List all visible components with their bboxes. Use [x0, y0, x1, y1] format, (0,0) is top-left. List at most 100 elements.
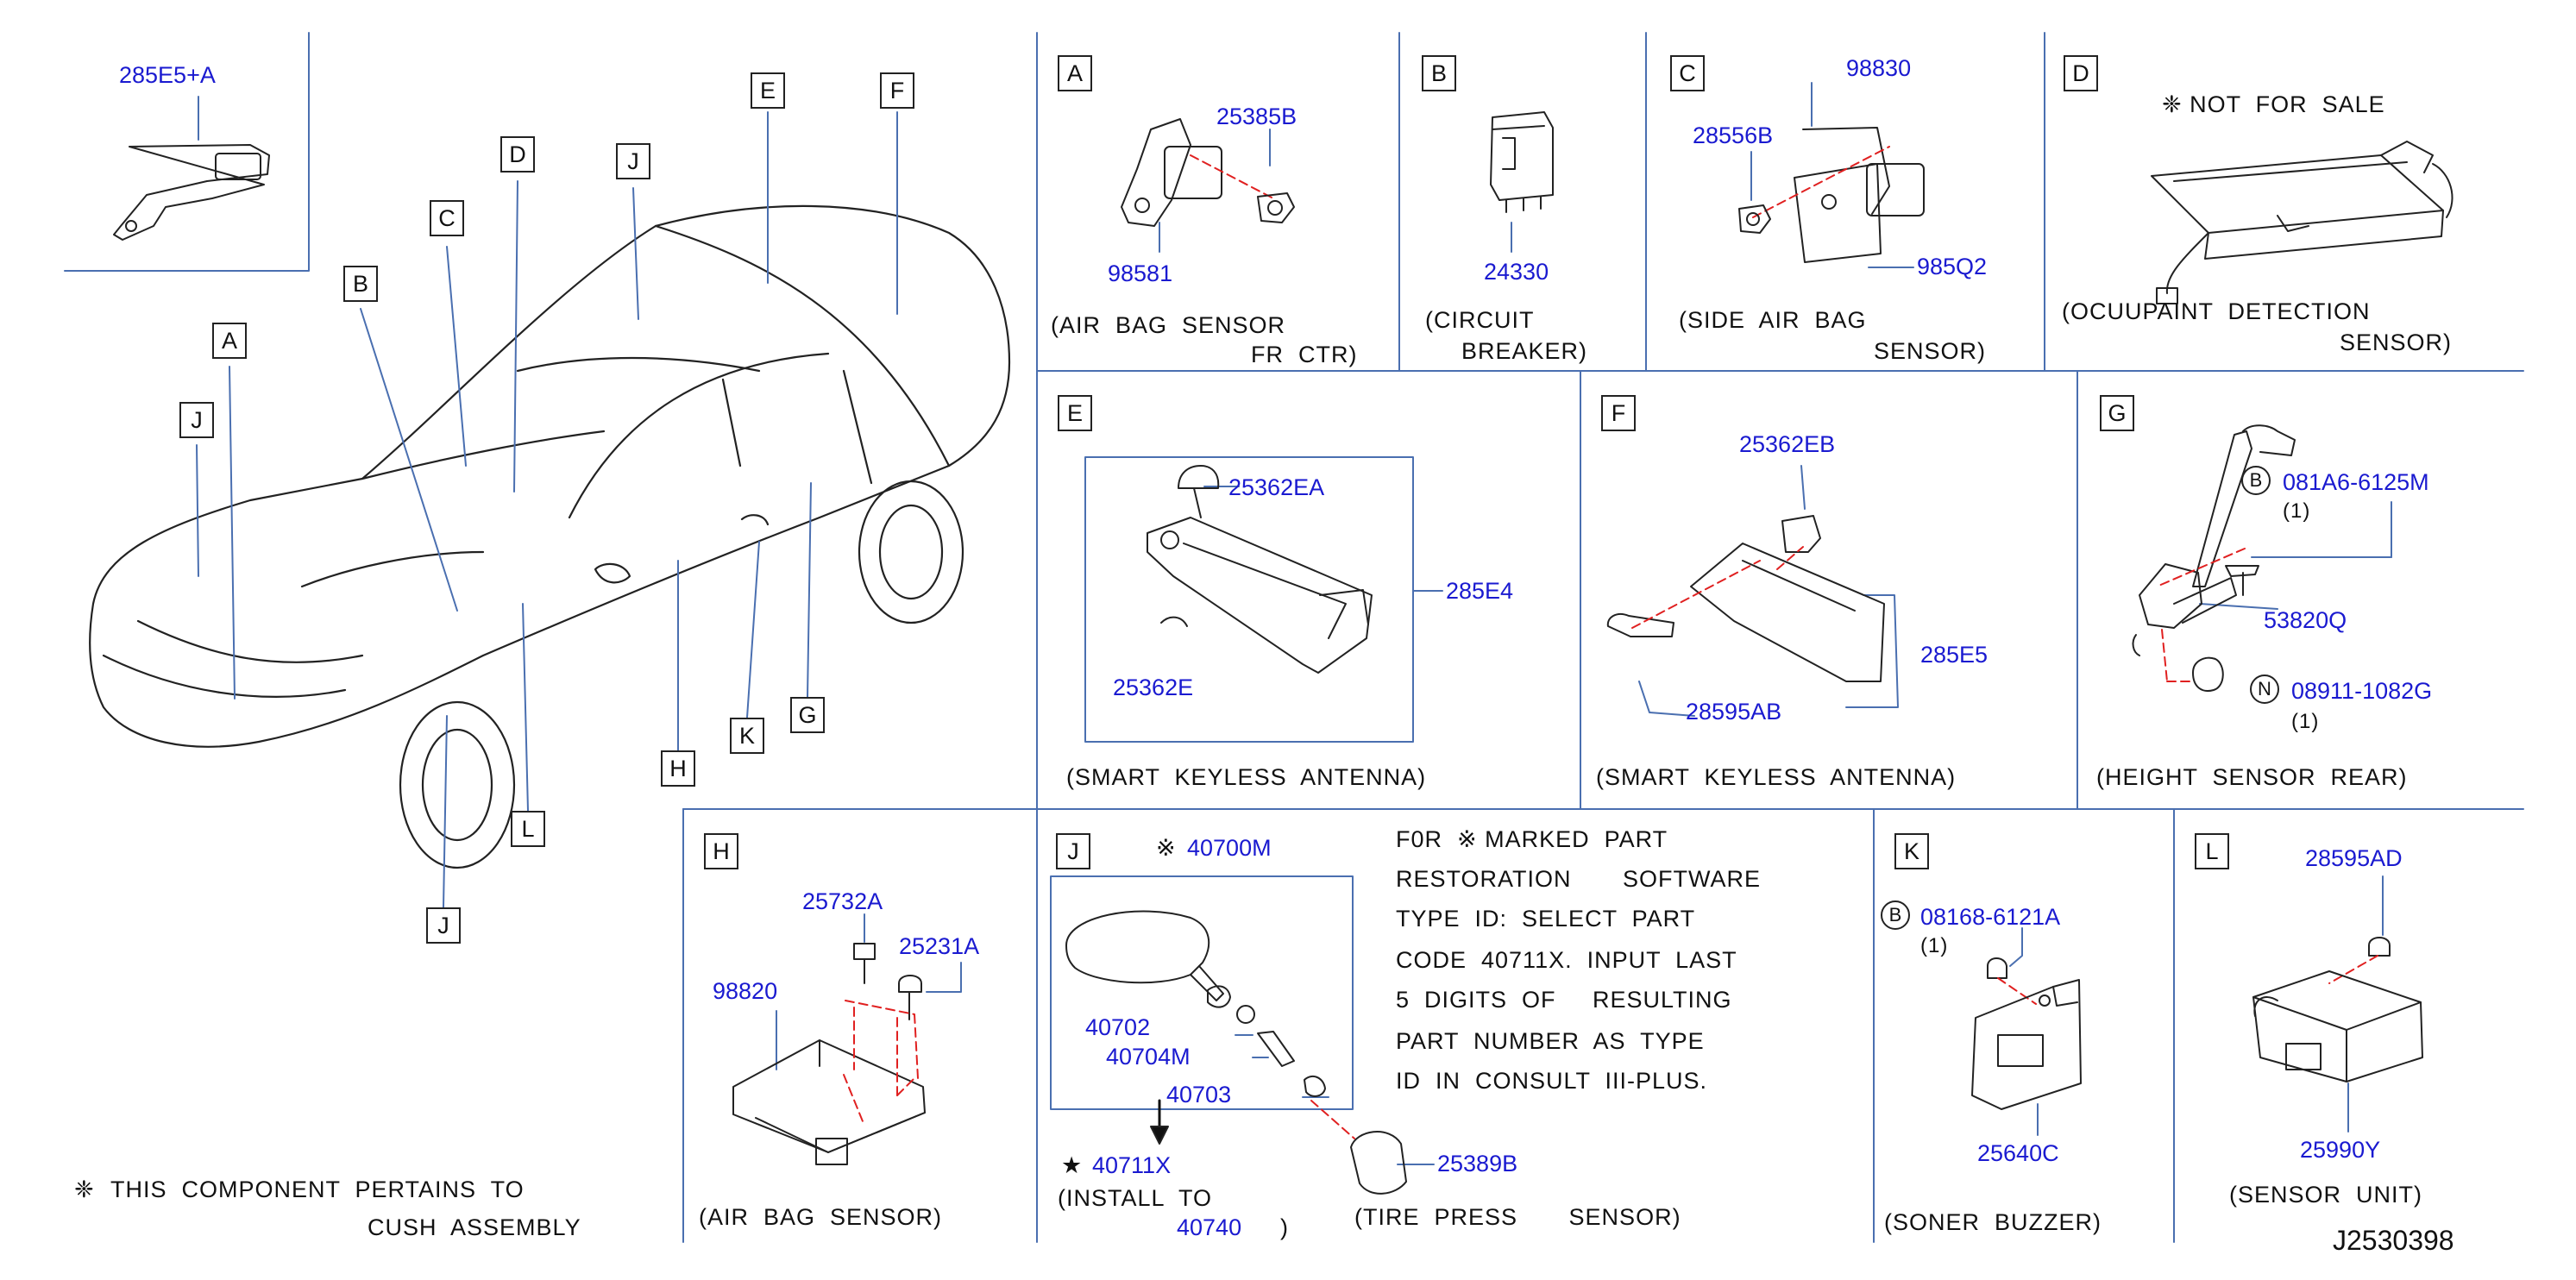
- panel-b-letter: B: [1422, 55, 1456, 91]
- panel-f-caption: (SMART KEYLESS ANTENNA): [1596, 764, 1957, 790]
- software-note-line7: ID IN CONSULT III-PLUS.: [1396, 1068, 1708, 1094]
- part-25362e: 25362E: [1113, 675, 1194, 700]
- panel-d-not-for-sale: ❈ NOT FOR SALE: [2162, 91, 2385, 117]
- panel-l-letter: L: [2195, 833, 2229, 869]
- software-note-line5: 5 DIGITS OF RESULTING: [1396, 987, 1732, 1013]
- overview-label-l: L: [511, 811, 545, 847]
- panel-j-letter: J: [1056, 833, 1090, 869]
- part-25640c: 25640C: [1977, 1140, 2059, 1166]
- bolt-quantity-k: (1): [1920, 934, 1949, 957]
- panel-f-drawing: [1606, 465, 1899, 717]
- panel-d-drawing: [2151, 141, 2453, 304]
- panel-c-caption-line2: SENSOR): [1874, 338, 1987, 364]
- part-25362ea: 25362EA: [1228, 474, 1325, 500]
- part-28556b: 28556B: [1693, 122, 1774, 148]
- part-25231a: 25231A: [899, 933, 980, 959]
- panel-g-drawing: [2132, 424, 2392, 692]
- part-24330: 24330: [1484, 259, 1549, 285]
- panel-b-caption-line1: (CIRCUIT: [1425, 307, 1535, 333]
- panel-dividers: [64, 32, 2524, 1243]
- panel-l-drawing: [2252, 875, 2423, 1133]
- panel-c-caption-line1: (SIDE AIR BAG: [1679, 307, 1867, 333]
- panel-g-letter: G: [2100, 395, 2134, 431]
- overview-label-f: F: [880, 72, 914, 109]
- software-note-line3: TYPE ID: SELECT PART: [1396, 906, 1696, 932]
- overview-label-b: B: [343, 266, 378, 302]
- panel-j-drawing: [1050, 875, 1435, 1195]
- part-40704m: 40704M: [1106, 1044, 1191, 1070]
- nut-symbol: N: [2250, 675, 2279, 704]
- overview-label-d: D: [500, 136, 535, 173]
- panel-j-caption: (TIRE PRESS SENSOR): [1354, 1204, 1681, 1230]
- software-note-line1: F0R ※ MARKED PART: [1396, 826, 1668, 852]
- diagram-id: J2530398: [2333, 1225, 2454, 1256]
- overview-label-j-wheel: J: [426, 907, 461, 944]
- overview-label-k: K: [730, 718, 764, 754]
- panel-h-caption: (AIR BAG SENSOR): [699, 1204, 943, 1230]
- panel-k-letter: K: [1894, 833, 1929, 869]
- panel-k-drawing: [1971, 927, 2082, 1136]
- overview-label-a: A: [212, 323, 247, 359]
- panel-a-letter: A: [1058, 55, 1092, 91]
- panel-f-letter: F: [1601, 395, 1636, 431]
- panel-h-drawing: [732, 913, 962, 1165]
- part-40700m: 40700M: [1187, 835, 1272, 861]
- part-25362eb: 25362EB: [1739, 431, 1836, 457]
- inset-part-number: 285E5+A: [119, 62, 216, 88]
- part-98581: 98581: [1108, 260, 1173, 286]
- marked-part-symbol: ※: [1156, 835, 1177, 861]
- install-close-paren: ): [1280, 1214, 1289, 1240]
- bolt-quantity: (1): [2283, 499, 2311, 523]
- part-985q2: 985Q2: [1917, 254, 1988, 279]
- part-08168-6121a: 08168-6121A: [1920, 904, 2061, 930]
- panel-d-letter: D: [2064, 55, 2098, 91]
- part-28595ab: 28595AB: [1686, 699, 1782, 725]
- part-08911-1082g: 08911-1082G: [2291, 678, 2433, 704]
- overview-label-j-hood: J: [179, 402, 214, 438]
- part-53820q: 53820Q: [2264, 607, 2347, 633]
- software-note-line4: CODE 40711X. INPUT LAST: [1396, 947, 1737, 973]
- overview-label-j-roof: J: [616, 143, 650, 179]
- part-98820: 98820: [713, 978, 778, 1004]
- panel-e-letter: E: [1058, 395, 1092, 431]
- overview-label-h: H: [661, 750, 695, 787]
- part-285e4: 285E4: [1446, 578, 1514, 604]
- panel-e-caption: (SMART KEYLESS ANTENNA): [1066, 764, 1427, 790]
- install-to-label: (INSTALL TO: [1058, 1185, 1213, 1211]
- panel-a-drawing: [1121, 118, 1295, 253]
- cush-note-line2: CUSH ASSEMBLY: [368, 1214, 581, 1240]
- part-25389b: 25389B: [1437, 1151, 1518, 1176]
- part-285e5: 285E5: [1920, 642, 1989, 668]
- inset-part-drawing: [113, 96, 270, 241]
- panel-b-drawing: [1490, 111, 1554, 253]
- part-25990y: 25990Y: [2300, 1137, 2381, 1163]
- panel-a-caption-line1: (AIR BAG SENSOR: [1051, 312, 1286, 338]
- panel-k-caption: (SONER BUZZER): [1884, 1209, 2102, 1235]
- nut-quantity: (1): [2291, 710, 2320, 733]
- part-98830: 98830: [1846, 55, 1912, 81]
- panel-l-caption: (SENSOR UNIT): [2229, 1182, 2423, 1208]
- panel-h-letter: H: [704, 833, 738, 869]
- panel-a-caption-line2: FR CTR): [1251, 342, 1358, 367]
- bolt-symbol-k: B: [1881, 900, 1910, 930]
- part-40702: 40702: [1085, 1014, 1151, 1040]
- software-note-line6: PART NUMBER AS TYPE: [1396, 1028, 1705, 1054]
- overview-leaders: [196, 111, 898, 908]
- overview-label-g: G: [790, 697, 825, 733]
- panel-e-drawing: [1084, 456, 1443, 743]
- panel-c-letter: C: [1670, 55, 1705, 91]
- kit-star-symbol: ★: [1061, 1152, 1084, 1178]
- car-drawing: [89, 204, 1011, 869]
- software-note-line2: RESTORATION SOFTWARE: [1396, 866, 1762, 892]
- part-40711x: 40711X: [1092, 1152, 1172, 1178]
- part-081a6-6125m: 081A6-6125M: [2283, 469, 2429, 495]
- bolt-symbol: B: [2241, 466, 2271, 495]
- overview-label-e: E: [751, 72, 785, 109]
- overview-label-c: C: [430, 200, 464, 236]
- panel-d-caption-line1: (OCUUPAINT DETECTION: [2062, 298, 2371, 324]
- part-25385b: 25385B: [1216, 104, 1297, 129]
- part-25732a: 25732A: [802, 888, 883, 914]
- part-28595ad: 28595AD: [2305, 845, 2403, 871]
